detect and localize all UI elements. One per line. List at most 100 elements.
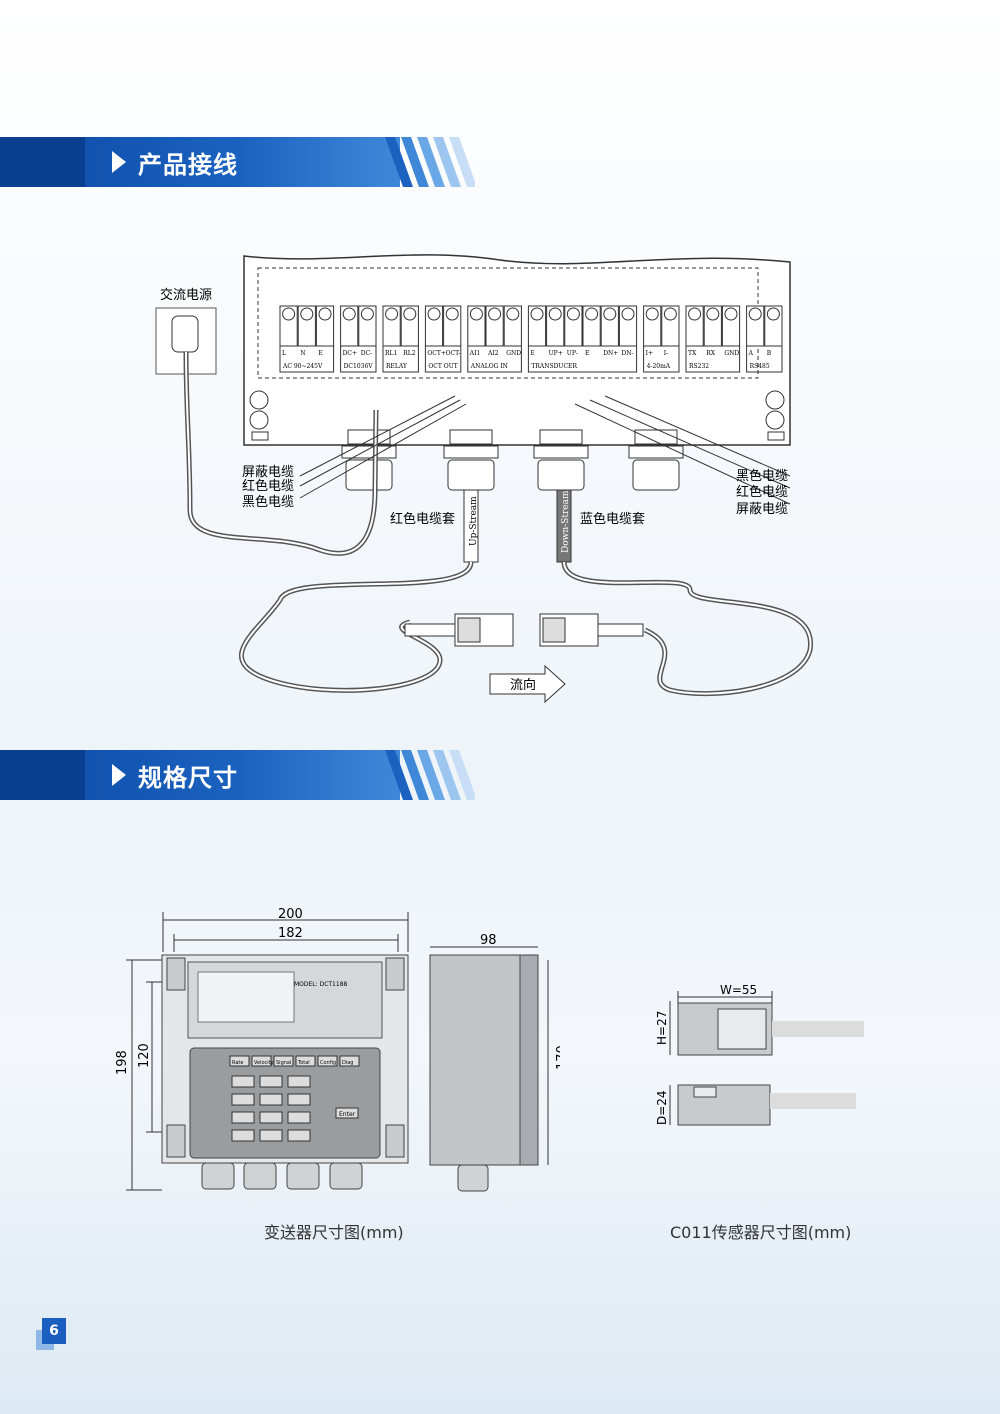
transmitter-dimension-drawing: 200 182 198 120 98 170 MODEL: DCT1188 Ra… xyxy=(115,907,560,1192)
power-label: 交流电源 xyxy=(160,287,212,303)
terminal-label: UP- xyxy=(567,350,578,357)
terminal-label: A xyxy=(748,350,754,357)
terminal-label: DN+ xyxy=(603,350,618,357)
keypad-key xyxy=(229,1055,250,1067)
left-cable-red: 红色电缆 xyxy=(242,478,294,494)
terminal-label: RL2 xyxy=(403,350,416,357)
terminal-label: DC- xyxy=(361,350,372,357)
left-cable-shield: 屏蔽电缆 xyxy=(242,464,294,480)
terminal-group-box xyxy=(340,345,377,373)
screw-head-icon xyxy=(688,307,702,321)
screw-head-icon xyxy=(530,307,544,321)
depth: 98 xyxy=(480,933,497,948)
terminal-group-label: ANALOG IN xyxy=(470,363,508,370)
right-cable-red: 红色电缆 xyxy=(736,484,788,500)
play-arrow-icon xyxy=(112,764,126,786)
keypad-key-label: Velocity xyxy=(254,1060,274,1066)
terminal-label: L xyxy=(282,350,286,357)
screw-head-icon xyxy=(300,307,314,321)
height-outer: 198 xyxy=(115,1050,130,1075)
side-height: 170 xyxy=(555,1045,560,1070)
screw-head-icon xyxy=(403,307,417,321)
keypad-button xyxy=(259,1093,283,1106)
keypad-key-label: Rate xyxy=(232,1060,243,1066)
screw-head-icon xyxy=(488,307,502,321)
terminal-group-label: TRANSDUCER xyxy=(531,363,577,370)
terminal-label: OCT+ xyxy=(427,350,446,357)
terminal-group-box xyxy=(279,345,335,373)
model-label: MODEL: DCT1188 xyxy=(294,981,348,988)
terminal-group-box xyxy=(685,345,741,373)
terminal-label: E xyxy=(585,350,589,357)
flow-direction-label: 流向 xyxy=(510,677,536,693)
screw-head-icon xyxy=(445,307,459,321)
banner-dark-block xyxy=(0,137,85,187)
keypad-button xyxy=(231,1129,255,1142)
sensor-depth: D=24 xyxy=(655,1090,669,1125)
keypad-button xyxy=(287,1093,311,1106)
section-banner-dimensions: 规格尺寸 xyxy=(0,750,475,800)
height-inner: 120 xyxy=(137,1043,152,1068)
terminal-group-box xyxy=(382,345,419,373)
terminal-label: AI2 xyxy=(487,350,499,357)
screw-head-icon xyxy=(506,307,520,321)
terminal-group-label: RS232 xyxy=(689,363,709,370)
screw-head-icon xyxy=(385,307,399,321)
keypad-key-label: Diag xyxy=(342,1060,353,1066)
keypad-button xyxy=(259,1129,283,1142)
right-cable-black: 黑色电缆 xyxy=(736,468,788,484)
terminal-label: UP+ xyxy=(549,350,563,357)
terminal-group-label: OCT OUT xyxy=(428,363,457,370)
screw-head-icon xyxy=(706,307,720,321)
right-cable-shield: 屏蔽电缆 xyxy=(736,501,788,517)
stripes-decoration xyxy=(385,750,475,800)
keypad-key-label: Signal xyxy=(276,1060,291,1066)
terminal-group-box xyxy=(527,345,638,373)
downstream-label: Down-Stream xyxy=(561,490,571,553)
terminal-group-box xyxy=(424,345,462,373)
terminal-group-label: 4-20mA xyxy=(647,363,671,370)
keypad-button xyxy=(231,1075,255,1088)
screw-head-icon xyxy=(603,307,617,321)
terminal-label: I- xyxy=(664,350,668,357)
section-title: 产品接线 xyxy=(138,151,238,179)
keypad-key-label: Total xyxy=(297,1060,310,1066)
terminal-group-label: AC 90~245V xyxy=(282,363,323,370)
keypad-button xyxy=(259,1111,283,1124)
screw-head-icon xyxy=(469,307,483,321)
section-banner-wiring: 产品接线 xyxy=(0,137,475,187)
screw-head-icon xyxy=(724,307,738,321)
terminal-label: RL1 xyxy=(385,350,397,357)
left-cable-black: 黑色电缆 xyxy=(242,494,294,510)
screw-head-icon xyxy=(282,307,296,321)
keypad-key xyxy=(251,1055,272,1067)
sensor-caption: C011传感器尺寸图(mm) xyxy=(670,1223,852,1242)
terminal-label: AI1 xyxy=(469,350,481,357)
terminal-label: TX xyxy=(688,350,697,357)
terminal-group-box xyxy=(746,345,783,373)
screw-head-icon xyxy=(566,307,580,321)
terminal-label: DC+ xyxy=(343,350,357,357)
section-title: 规格尺寸 xyxy=(138,764,238,792)
screw-head-icon xyxy=(585,307,599,321)
terminal-group-box xyxy=(643,345,680,373)
terminal-label: GND xyxy=(506,350,521,357)
screw-head-icon xyxy=(318,307,332,321)
sensor-width: W=55 xyxy=(720,983,757,997)
terminal-label: RX xyxy=(706,350,716,357)
terminal-label: E xyxy=(318,350,322,357)
terminal-label: I+ xyxy=(646,350,653,357)
red-sleeve-label: 红色电缆套 xyxy=(390,511,455,527)
terminal-label: OCT- xyxy=(446,350,461,357)
terminal-group-box xyxy=(467,345,522,373)
keypad-button xyxy=(231,1111,255,1124)
terminal-group-label: RELAY xyxy=(386,363,408,370)
terminal-label: E xyxy=(530,350,534,357)
sensor-height: H=27 xyxy=(655,1011,669,1045)
stripes-decoration xyxy=(385,137,475,187)
blue-sleeve-label: 蓝色电缆套 xyxy=(580,511,645,527)
keypad-key xyxy=(295,1055,316,1067)
terminal-group-label: RS485 xyxy=(750,363,770,370)
keypad-button xyxy=(287,1075,311,1088)
